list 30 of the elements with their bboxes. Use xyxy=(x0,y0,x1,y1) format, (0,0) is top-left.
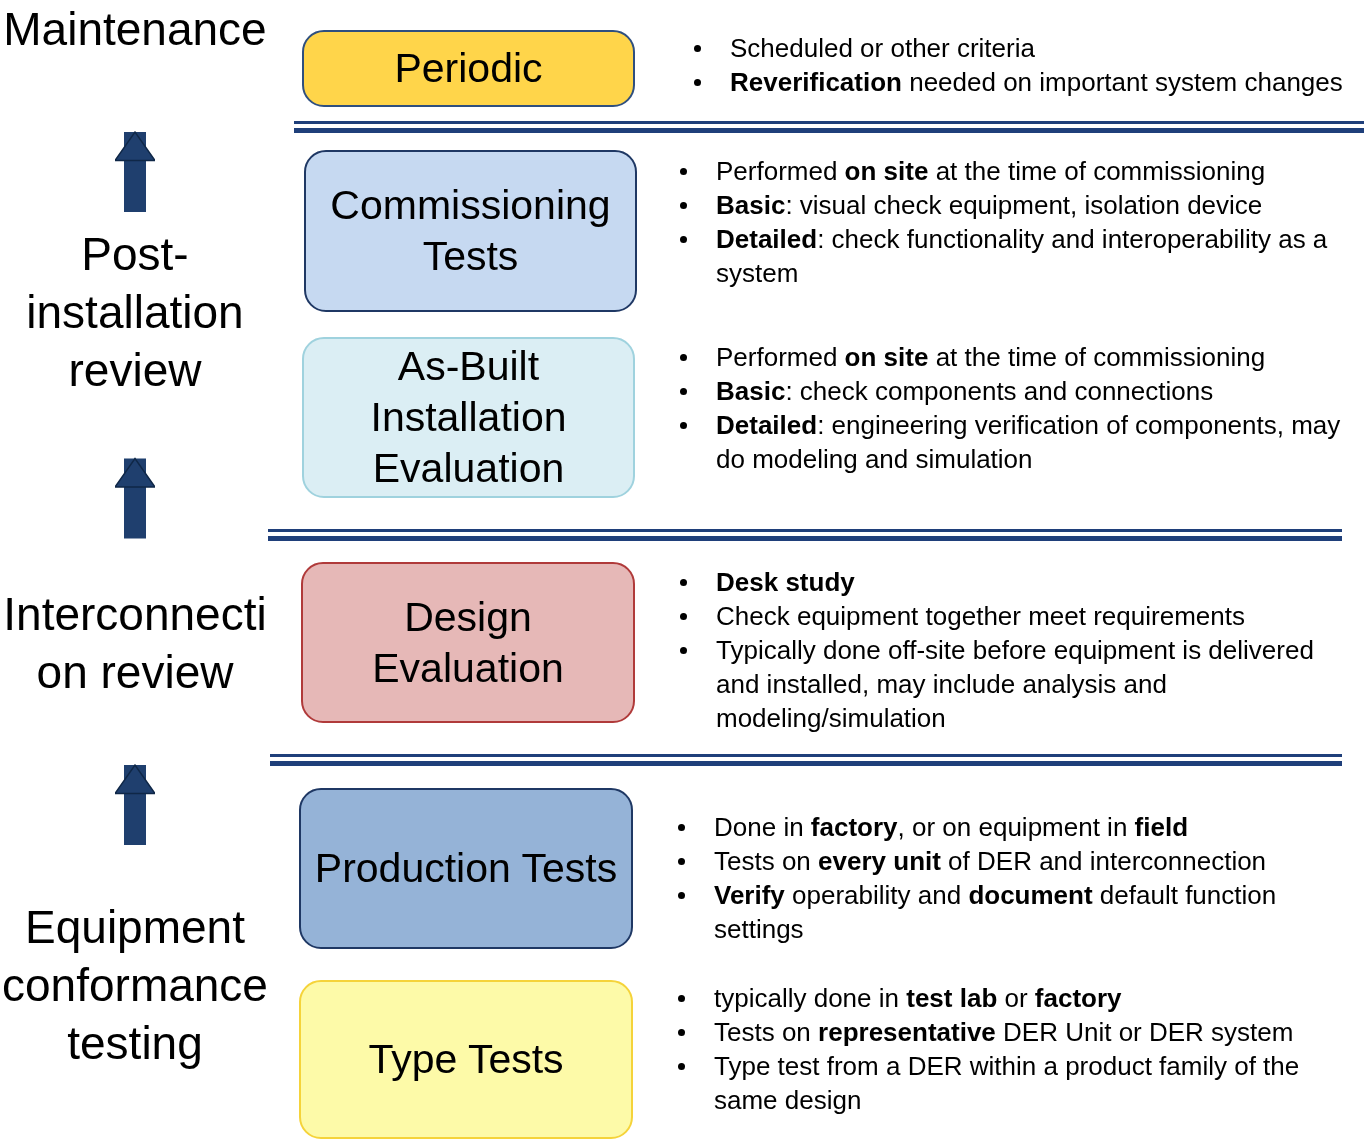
bullet-text: Tests on representative DER Unit or DER system xyxy=(714,1017,1294,1047)
bullet-text: Scheduled or other criteria xyxy=(730,33,1035,63)
stage-label: Equipment conformance testing xyxy=(0,898,270,1133)
stage-label: Interconnection review xyxy=(0,585,270,705)
bullet-text: Type test from a DER within a product family of the same design xyxy=(714,1051,1300,1115)
arrow xyxy=(114,457,156,539)
bullet-text: Basic: visual check equipment, isolation device xyxy=(716,190,1263,220)
bullet-text: Performed on site at the time of commissioning xyxy=(716,342,1266,372)
bullet-text: Verify operability and document default function settings xyxy=(714,880,1277,944)
bullet-text: Desk study xyxy=(716,567,855,597)
stage-box: Design Evaluation xyxy=(301,562,635,723)
bullet-text: Typically done off-site before equipment is delivered and installed, may include analysis and modeling/simulation xyxy=(716,635,1314,733)
stage-box: Periodic xyxy=(302,30,635,107)
bullet-text: Performed on site at the time of commissioning xyxy=(716,156,1266,186)
arrow xyxy=(114,764,156,845)
bullet-text: Tests on every unit of DER and interconnection xyxy=(714,846,1267,876)
bullet-text: Check equipment together meet requirements xyxy=(716,601,1245,631)
stage-box: Type Tests xyxy=(299,980,633,1139)
stage-box: Production Tests xyxy=(299,788,633,949)
bullet-text: Reverification needed on important system changes xyxy=(730,67,1343,97)
stage-label: Maintenance xyxy=(0,0,270,112)
bullet-text: typically done in test lab or factory xyxy=(714,983,1122,1013)
bullet-text: Detailed: check functionality and interoperability as a system xyxy=(716,224,1328,288)
bullet-text: Done in factory, or on equipment in field xyxy=(714,812,1189,842)
stage-label: Post-installation review xyxy=(0,225,270,405)
arrow xyxy=(114,131,156,212)
stage-box: As-Built Installation Evaluation xyxy=(302,337,635,498)
bullet-text: Detailed: engineering verification of components, may do modeling and simulation xyxy=(716,410,1341,474)
stage-box: Commissioning Tests xyxy=(304,150,637,312)
bullet-text: Basic: check components and connections xyxy=(716,376,1214,406)
